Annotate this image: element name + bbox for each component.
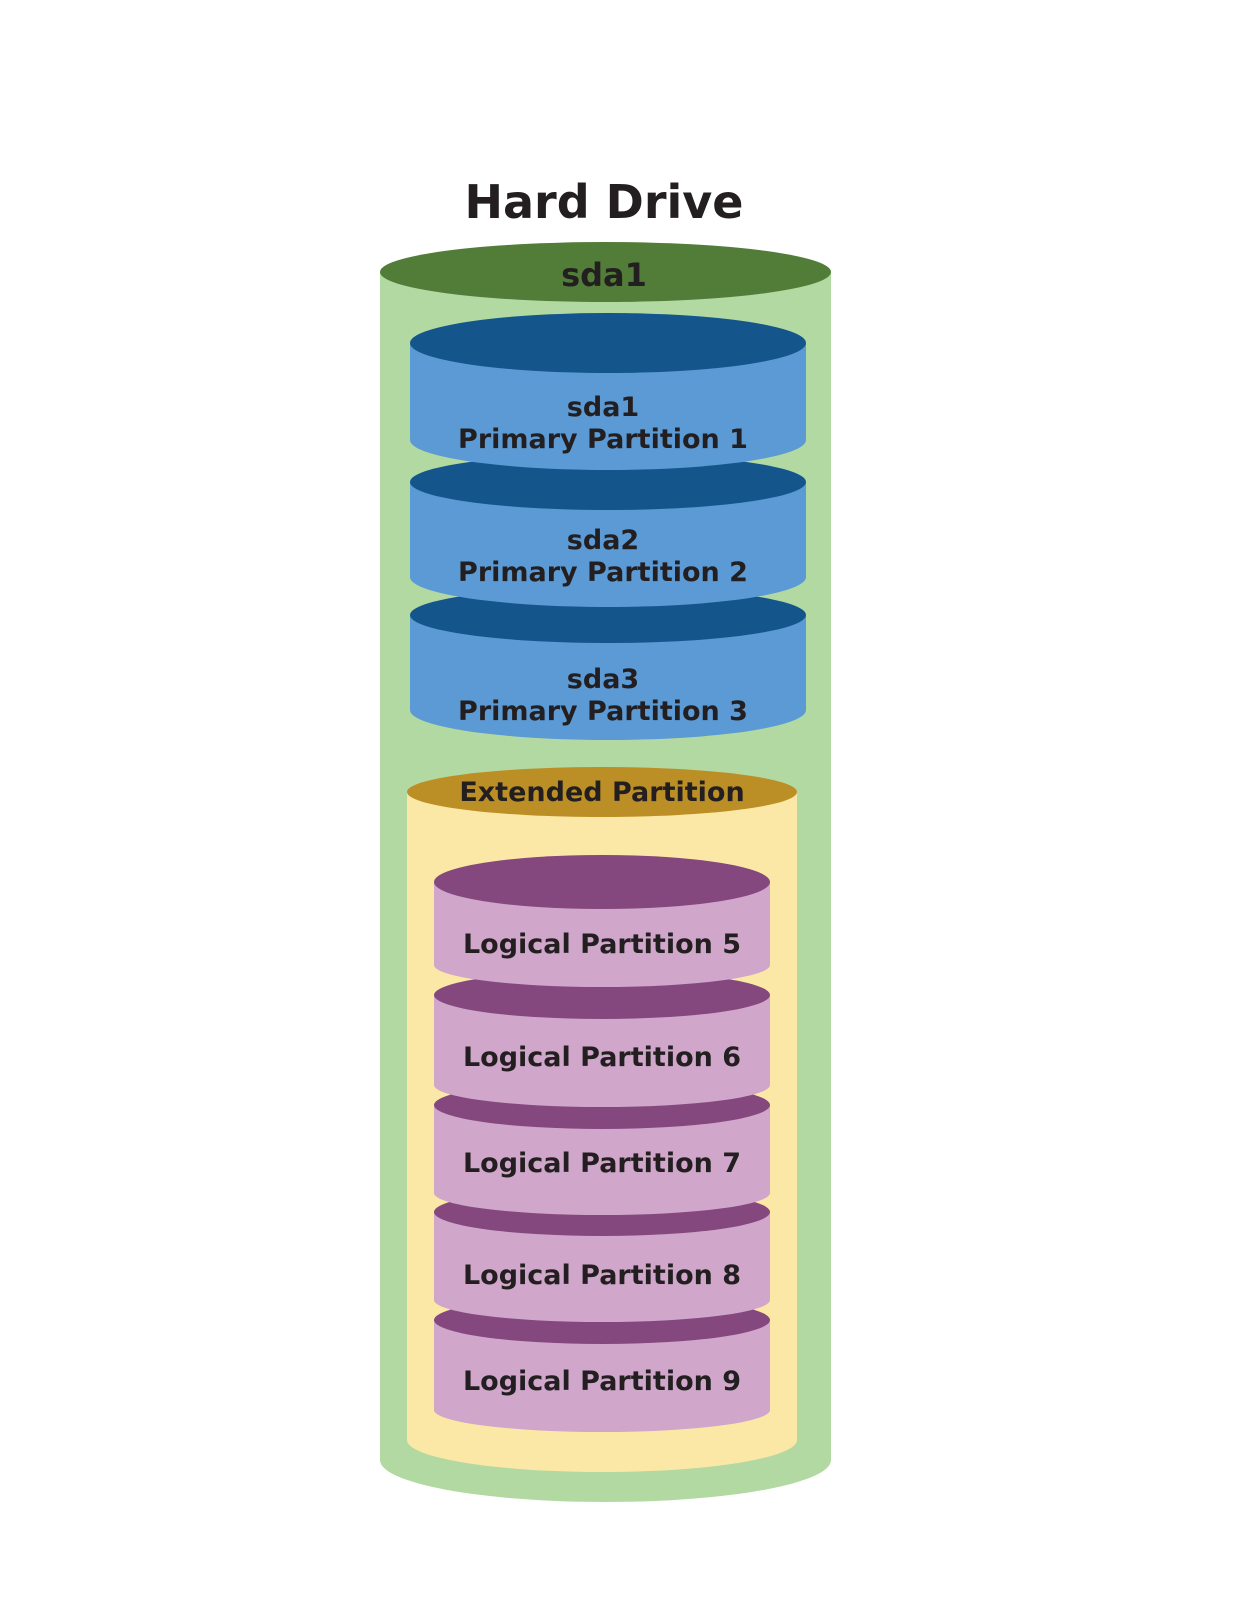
logical-partition-9-name: Logical Partition 9 bbox=[463, 1366, 741, 1397]
logical-partition-8-body bbox=[434, 1212, 770, 1322]
primary-partition-3: sda3 Primary Partition 3 bbox=[410, 587, 806, 740]
logical-partition-6-body bbox=[434, 995, 770, 1107]
primary-partition-2-body bbox=[410, 482, 806, 607]
logical-partition-5-name: Logical Partition 5 bbox=[463, 929, 741, 960]
primary-partition-1-body bbox=[410, 343, 806, 470]
primary-partition-2-device: sda2 bbox=[567, 525, 639, 556]
extended-partition-top bbox=[407, 767, 797, 817]
logical-partition-6-name: Logical Partition 6 bbox=[463, 1042, 741, 1073]
primary-partition-3-device: sda3 bbox=[567, 664, 639, 695]
primary-partition-3-body bbox=[410, 615, 806, 740]
primary-partition-1-name: Primary Partition 1 bbox=[458, 424, 748, 455]
primary-partition-2: sda2 Primary Partition 2 bbox=[410, 454, 806, 607]
primary-partition-1-device: sda1 bbox=[567, 392, 639, 423]
primary-partition-2-top bbox=[410, 454, 806, 510]
extended-partition-label: Extended Partition bbox=[459, 777, 744, 808]
logical-partition-6: Logical Partition 6 bbox=[434, 971, 770, 1107]
logical-partition-8-name: Logical Partition 8 bbox=[463, 1260, 741, 1291]
hard-drive-label: sda1 bbox=[561, 256, 647, 294]
diagram-title: Hard Drive bbox=[465, 175, 744, 229]
primary-partition-2-name: Primary Partition 2 bbox=[458, 557, 748, 588]
logical-partition-5: Logical Partition 5 bbox=[434, 855, 770, 987]
hard-drive-top bbox=[380, 242, 831, 302]
logical-partition-7-body bbox=[434, 1105, 770, 1215]
primary-partition-3-name: Primary Partition 3 bbox=[458, 696, 748, 727]
logical-partition-7: Logical Partition 7 bbox=[434, 1081, 770, 1215]
primary-partition-1-top bbox=[410, 313, 806, 373]
primary-partition-1: sda1 Primary Partition 1 bbox=[410, 313, 806, 470]
logical-partition-7-name: Logical Partition 7 bbox=[463, 1148, 741, 1179]
logical-partition-5-top bbox=[434, 855, 770, 909]
logical-partition-5-body bbox=[434, 882, 770, 987]
logical-partition-9-body bbox=[434, 1320, 770, 1432]
